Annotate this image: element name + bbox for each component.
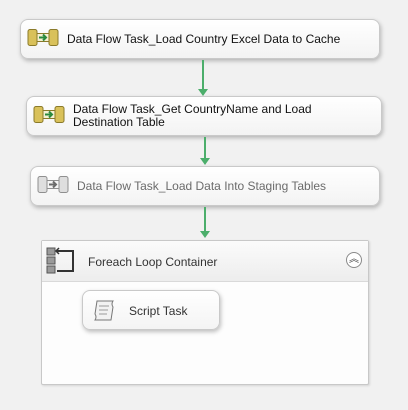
data-flow-icon (27, 27, 59, 52)
script-task[interactable]: Script Task (82, 290, 220, 330)
precedence-arrow[interactable] (198, 60, 208, 96)
data-flow-icon (33, 104, 65, 129)
collapse-button[interactable]: ︽ (346, 252, 362, 268)
container-header[interactable]: Foreach Loop Container ︽ (42, 241, 368, 282)
precedence-arrow[interactable] (200, 137, 210, 165)
foreach-loop-icon (46, 246, 76, 281)
task-load-country-excel[interactable]: Data Flow Task_Load Country Excel Data t… (20, 19, 380, 59)
task-load-staging-tables[interactable]: Data Flow Task_Load Data Into Staging Ta… (30, 166, 380, 206)
task-label: Data Flow Task_Load Country Excel Data t… (67, 31, 341, 46)
task-label: Data Flow Task_Get CountryName and Load … (73, 102, 312, 129)
data-flow-disabled-icon (37, 174, 69, 199)
task-label: Data Flow Task_Load Data Into Staging Ta… (77, 178, 327, 193)
script-task-icon (91, 298, 119, 327)
container-label: Foreach Loop Container (88, 255, 218, 269)
precedence-arrow[interactable] (200, 207, 210, 238)
script-task-label: Script Task (129, 304, 188, 318)
task-get-countryname[interactable]: Data Flow Task_Get CountryName and Load … (26, 96, 382, 136)
